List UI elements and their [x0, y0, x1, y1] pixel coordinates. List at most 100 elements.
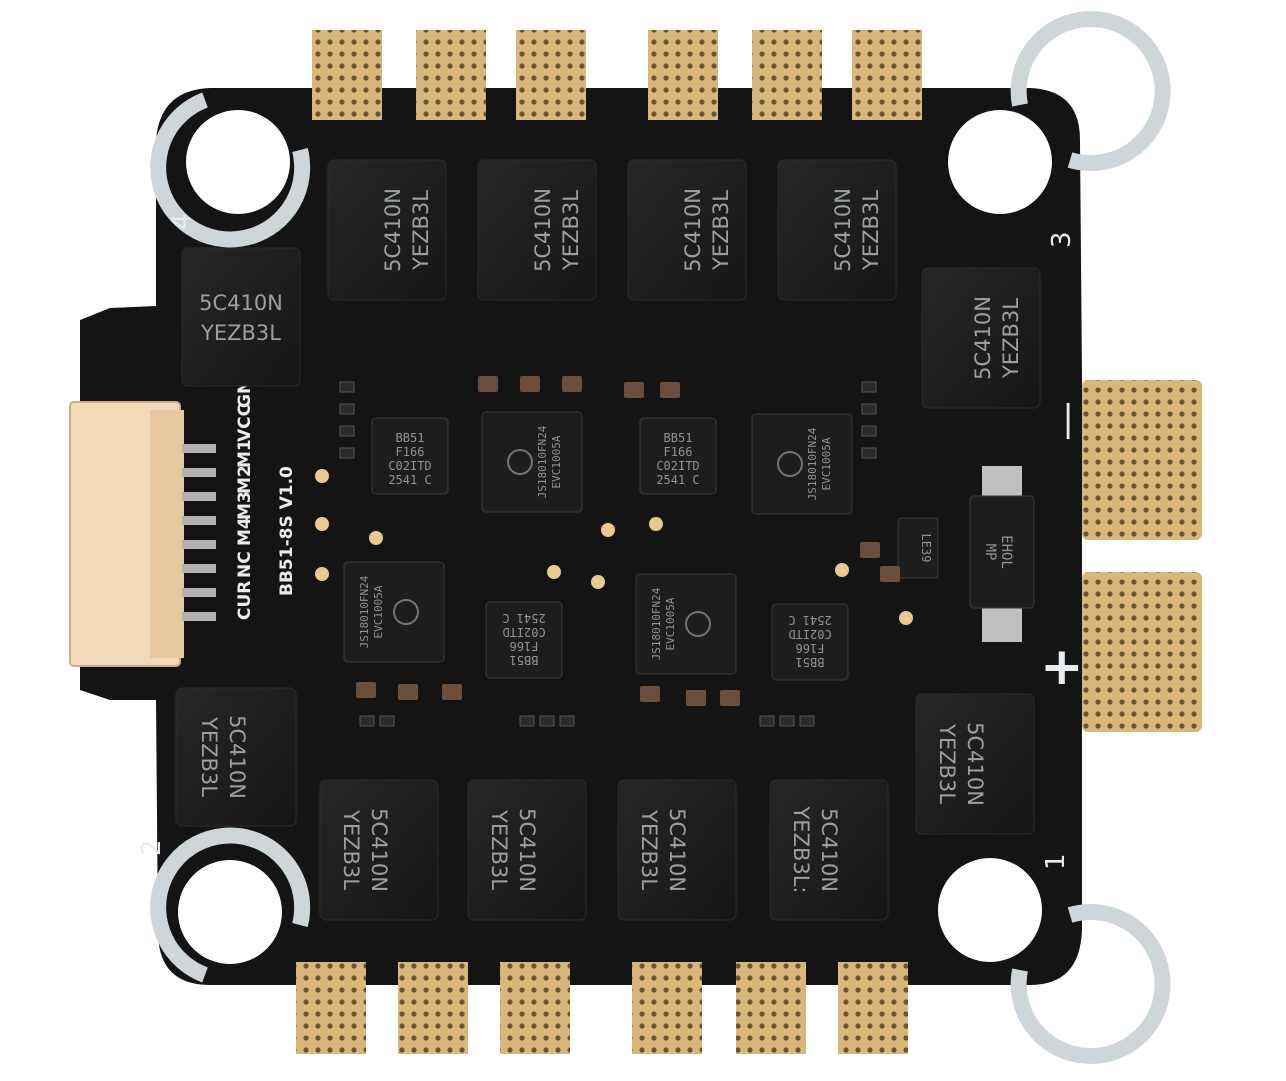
svg-text:5C410N: 5C410N [665, 808, 689, 892]
mosfet-top-3: 5C410N YEZB3L [627, 159, 747, 301]
svg-text:5C410N: 5C410N [831, 188, 855, 272]
driver-chip-1: JS18010FN24 EVC1005A [481, 411, 583, 513]
svg-text:YEZB3L: YEZB3L [999, 298, 1023, 379]
driver-logo-icon [777, 451, 803, 477]
svg-text:YEZB3L:: YEZB3L: [789, 805, 813, 893]
board-name: BB51-8S V1.0 [277, 466, 297, 596]
mosfet-bottom-1: 5C410N YEZB3L [319, 779, 439, 921]
positive-label: + [1040, 637, 1084, 697]
svg-text:5C410N: 5C410N [367, 808, 391, 892]
svg-text:5C410N: 5C410N [971, 296, 995, 380]
svg-text:5C410N: 5C410N [225, 715, 249, 799]
svg-text:JS18010FN24: JS18010FN24 [358, 575, 371, 648]
mcu-chip-1: BB51 F166 C02ITD 2541 C [371, 417, 449, 495]
corner-label-4: 4 [167, 213, 197, 230]
corner-label-2: 2 [137, 839, 167, 856]
pin-label-m2: M2 [235, 465, 255, 494]
svg-text:5C410N: 5C410N [963, 722, 987, 806]
svg-text:F166: F166 [796, 641, 825, 655]
svg-text:5C410N: 5C410N [531, 188, 555, 272]
negative-label: — [1043, 401, 1089, 441]
driver-chip-3: JS18010FN24 EVC1005A [343, 561, 445, 663]
top-motor-pads [312, 30, 922, 120]
svg-text:5C410N: 5C410N [681, 188, 705, 272]
battery-pads [1082, 380, 1202, 732]
passive-components [356, 376, 900, 706]
pin-label-cur: CUR [235, 581, 255, 620]
mcu-chip-3: BB51 F166 C02ITD 2541 C [485, 601, 563, 679]
driver-logo-icon [507, 449, 533, 475]
mosfet-top-4: 5C410N YEZB3L [777, 159, 897, 301]
schottky-diode: EHOL MP [969, 466, 1035, 642]
svg-text:5C410N: 5C410N [381, 188, 405, 272]
svg-text:5C410N: 5C410N [199, 291, 283, 315]
pin-label-vcc: VCC [235, 404, 255, 442]
mosfet-right-bottom: 5C410N YEZB3L [915, 693, 1035, 835]
svg-text:BB51: BB51 [396, 431, 425, 445]
svg-text:2541 C: 2541 C [502, 611, 545, 625]
svg-text:EHOL: EHOL [998, 535, 1014, 569]
svg-text:F166: F166 [396, 445, 425, 459]
svg-text:C02ITD: C02ITD [656, 459, 699, 473]
svg-text:YEZB3L: YEZB3L [935, 723, 959, 804]
bottom-motor-pads [296, 962, 908, 1054]
svg-text:JS18010FN24: JS18010FN24 [806, 427, 819, 500]
driver-logo-icon [393, 599, 419, 625]
svg-text:EVC1005A: EVC1005A [550, 435, 563, 488]
svg-text:C02ITD: C02ITD [502, 625, 545, 639]
driver-logo-icon [685, 611, 711, 637]
svg-text:C02ITD: C02ITD [388, 459, 431, 473]
svg-text:YEZB3L: YEZB3L [200, 321, 281, 345]
small-ic: LE39 [897, 517, 939, 579]
pin-label-m1: M1 [235, 439, 255, 468]
svg-text:2541 C: 2541 C [788, 613, 831, 627]
svg-text:EVC1005A: EVC1005A [664, 597, 677, 650]
svg-text:YEZB3L: YEZB3L [339, 809, 363, 890]
pin-label-m3: M3 [235, 491, 255, 520]
mosfet-right-top: 5C410N YEZB3L [921, 267, 1041, 409]
mosfet-top-1: 5C410N YEZB3L [327, 159, 447, 301]
svg-text:JS18010FN24: JS18010FN24 [536, 425, 549, 498]
pcb-body [80, 88, 1082, 985]
mosfet-left-bottom: 5C410N YEZB3L [175, 687, 297, 827]
svg-text:MP: MP [982, 544, 998, 561]
corner-label-3: 3 [1047, 231, 1077, 248]
svg-text:JS18010FN24: JS18010FN24 [650, 587, 663, 660]
resistors [339, 381, 877, 727]
mcu-chip-4: BB51 F166 C02ITD 2541 C [771, 603, 849, 681]
svg-text:BB51: BB51 [510, 653, 539, 667]
mosfet-top-2: 5C410N YEZB3L [477, 159, 597, 301]
mounting-holes [150, 11, 1171, 1064]
pin-label-nc: NC [235, 551, 255, 578]
svg-text:YEZB3L: YEZB3L [637, 809, 661, 890]
mosfet-bottom-2: 5C410N YEZB3L [467, 779, 587, 921]
svg-text:LE39: LE39 [919, 534, 933, 563]
svg-text:YEZB3L: YEZB3L [197, 716, 221, 797]
driver-chip-4: JS18010FN24 EVC1005A [635, 573, 737, 675]
svg-text:YEZB3L: YEZB3L [709, 190, 733, 271]
test-pads [315, 469, 913, 625]
svg-text:YEZB3L: YEZB3L [409, 190, 433, 271]
jst-connector [69, 401, 216, 667]
svg-text:BB51: BB51 [664, 431, 693, 445]
driver-chip-2: JS18010FN24 EVC1005A [751, 413, 853, 515]
pin-label-m4: M4 [235, 517, 255, 546]
svg-text:C02ITD: C02ITD [788, 627, 831, 641]
mcu-chip-2: BB51 F166 C02ITD 2541 C [639, 417, 717, 495]
svg-text:5C410N: 5C410N [817, 808, 841, 892]
svg-text:YEZB3L: YEZB3L [487, 809, 511, 890]
svg-text:2541 C: 2541 C [656, 473, 699, 487]
svg-text:EVC1005A: EVC1005A [372, 585, 385, 638]
svg-text:F166: F166 [510, 639, 539, 653]
mosfet-bottom-3: 5C410N YEZB3L [617, 779, 737, 921]
svg-text:F166: F166 [664, 445, 693, 459]
svg-text:EVC1005A: EVC1005A [820, 437, 833, 490]
svg-text:BB51: BB51 [796, 655, 825, 669]
corner-label-1: 1 [1041, 853, 1071, 870]
svg-text:YEZB3L: YEZB3L [559, 190, 583, 271]
mosfet-left-top: 5C410N YEZB3L [181, 247, 301, 387]
mosfet-bottom-4: 5C410N YEZB3L: [769, 779, 889, 921]
svg-text:2541 C: 2541 C [388, 473, 431, 487]
svg-text:5C410N: 5C410N [515, 808, 539, 892]
